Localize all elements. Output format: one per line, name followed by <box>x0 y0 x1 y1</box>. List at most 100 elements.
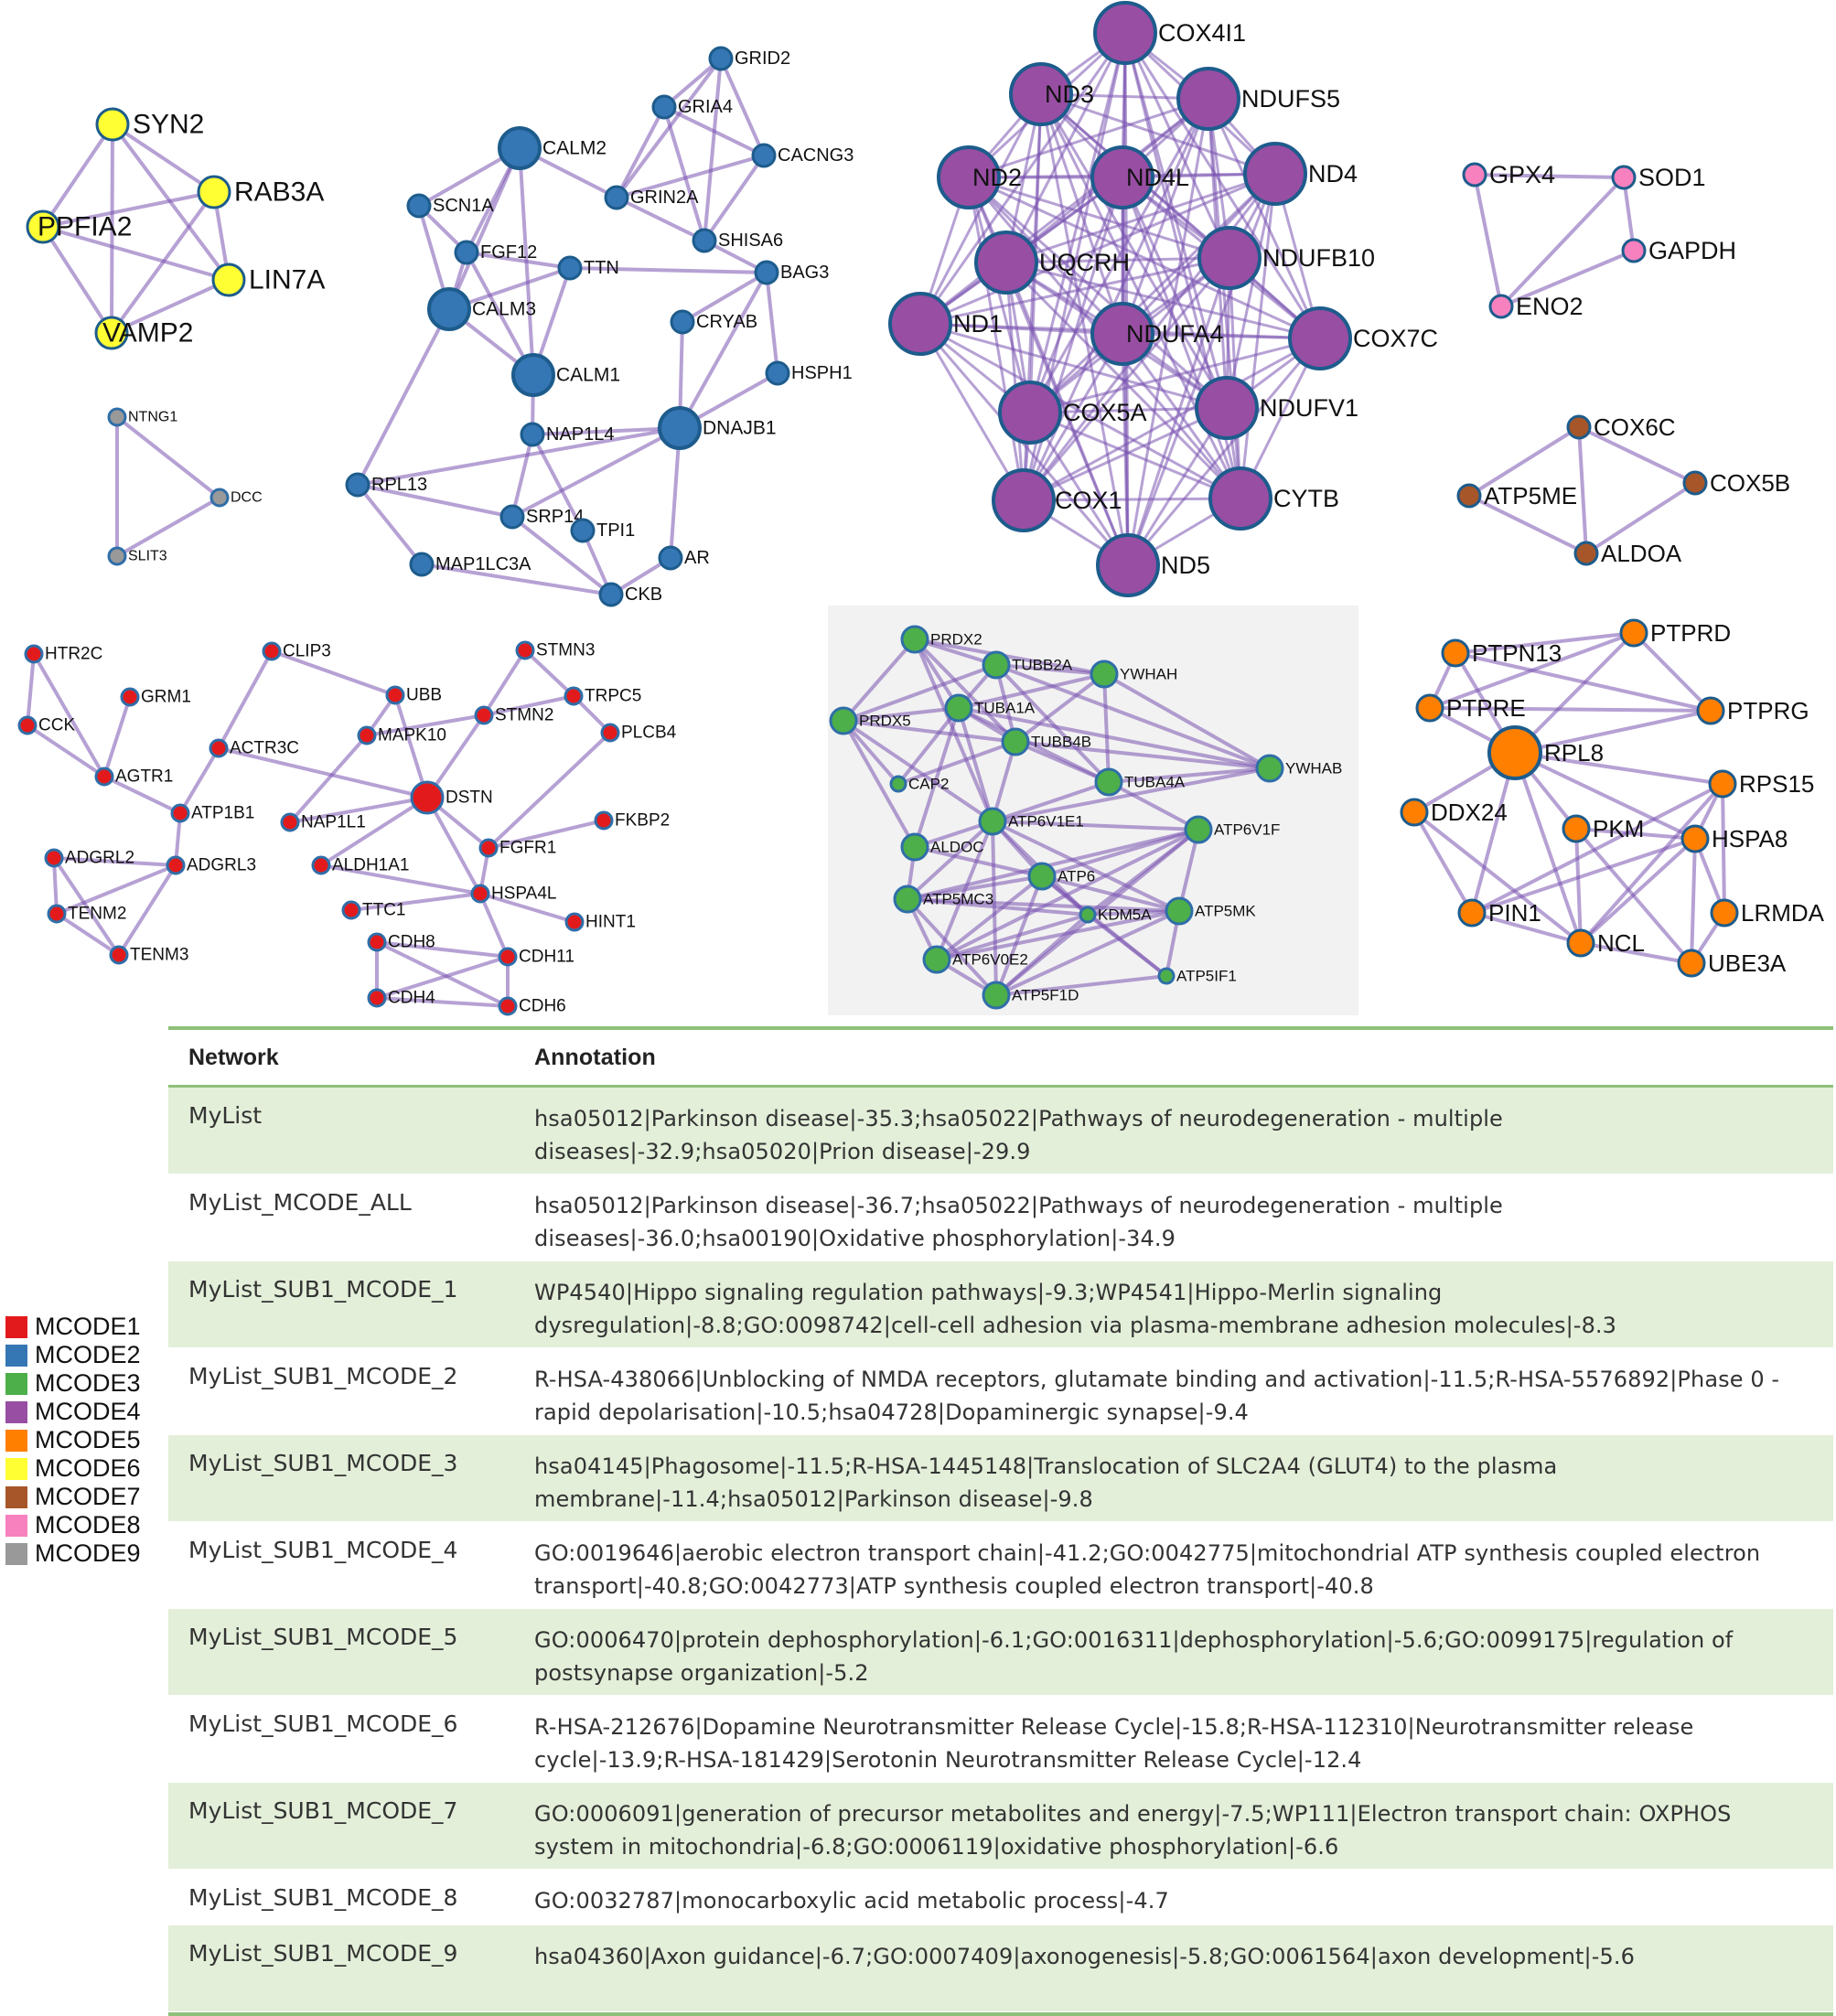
node-label: CAP2 <box>908 776 949 793</box>
node-tuba4a: TUBA4A <box>1094 767 1186 797</box>
edge-hspa4l-ttc1 <box>350 892 481 912</box>
annotation-cell: WP4540|Hippo signaling regulation pathwa… <box>534 1280 1617 1338</box>
node-circle <box>978 807 1007 836</box>
node-circle <box>1680 824 1710 853</box>
node-circle <box>751 143 777 168</box>
edge-lin7a-vamp2 <box>111 278 230 335</box>
edge-atp5mk-atp6v0e2 <box>936 909 1180 961</box>
node-tubb2a: TUBB2A <box>982 650 1073 680</box>
node-circle <box>1094 767 1123 797</box>
node-label: LIN7A <box>249 265 325 295</box>
legend-swatch <box>5 1344 27 1367</box>
node-circle <box>1462 162 1487 188</box>
edge-grid2-gria4 <box>662 57 723 109</box>
node-label: ADGRL3 <box>187 856 256 875</box>
node-circle <box>1566 928 1595 958</box>
node-label: UBE3A <box>1708 949 1787 977</box>
node-circle <box>1708 769 1737 799</box>
node-label: ATP5MC3 <box>923 891 993 908</box>
node-label: NTNG1 <box>128 410 177 425</box>
network-cell: MyList <box>188 1102 263 1129</box>
node-circle <box>888 292 952 356</box>
legend-item-mcode1: MCODE1 <box>5 1313 141 1341</box>
node-ncl: NCL <box>1566 928 1645 958</box>
legend-item-mcode2: MCODE2 <box>5 1341 141 1369</box>
edge-nd1-nd5 <box>918 323 1130 566</box>
node-fgf12: FGF12 <box>454 240 537 265</box>
edge-stmn2-trpc5 <box>483 694 574 717</box>
node-label: TRPC5 <box>585 687 641 706</box>
annotation-cell: hsa05012|Parkinson disease|-36.7;hsa0502… <box>534 1193 1503 1251</box>
node-label: ALDOC <box>930 839 984 856</box>
node-cdh6: CDH6 <box>498 996 566 1016</box>
node-label: ATP5MK <box>1195 903 1256 920</box>
node-label: CDH6 <box>519 997 566 1016</box>
node-circle <box>406 193 432 219</box>
edge-ptpre-ptprg <box>1429 706 1712 713</box>
edge-rpl8-ptprg <box>1514 709 1712 755</box>
network-cell: MyList_SUB1_MCODE_7 <box>188 1797 458 1824</box>
edge-tuba4a-atp6v1f <box>1108 780 1199 831</box>
node-nd4l: ND4L <box>1090 145 1189 209</box>
edge-dstn-nap1l1 <box>289 796 428 824</box>
node-label: COX1 <box>1055 487 1122 514</box>
edge-ndufa4-nd5 <box>1121 333 1130 566</box>
node-circle <box>107 546 127 566</box>
legend-label: MCODE8 <box>35 1511 141 1539</box>
edge-bag3-cryab <box>681 271 768 324</box>
edge-tubb4b-ywhab <box>1015 740 1271 770</box>
node-label: HSPA4L <box>491 885 556 904</box>
node-circle <box>1682 470 1708 496</box>
node-label: NDUFV1 <box>1260 394 1358 422</box>
node-circle <box>499 504 525 530</box>
edge-cdh8-cdh6 <box>376 940 509 1008</box>
node-circle <box>454 240 479 265</box>
edge-uqcrh-cox7c <box>1005 261 1321 340</box>
edge-ubb-dstn <box>393 694 429 799</box>
edge-dstn-hspa4l <box>425 797 482 895</box>
nodes-layer: SYN2RAB3APPFIA2LIN7AVAMP2NTNG1DCCSLIT3GR… <box>17 1 1825 1016</box>
edge-tuba4a-atp6v1e1 <box>992 780 1110 823</box>
node-label: COX5A <box>1063 399 1147 426</box>
node-circle <box>470 884 490 904</box>
node-circle <box>1696 696 1725 725</box>
network-diagram: SYN2RAB3APPFIA2LIN7AVAMP2NTNG1DCCSLIT3GR… <box>17 1 1825 1016</box>
node-circle <box>498 996 518 1016</box>
header-network: Network <box>188 1044 279 1070</box>
legend-label: MCODE9 <box>35 1539 141 1567</box>
edge-ndufs5-nd2 <box>968 97 1209 179</box>
legend-item-mcode5: MCODE5 <box>5 1426 141 1454</box>
edge-tubb2a-prdx5 <box>843 663 997 723</box>
edge-gapdh-eno2 <box>1500 249 1635 308</box>
header-annotation: Annotation <box>534 1045 656 1070</box>
node-circle <box>944 693 973 723</box>
node-cck: CCK <box>17 715 75 735</box>
node-nd3: ND3 <box>1009 62 1094 126</box>
edge-nd4l-cox1 <box>1022 177 1124 501</box>
edge-atp5mk-atp5f1d <box>995 909 1180 997</box>
node-label: SLIT3 <box>128 549 167 564</box>
edge-atp6v1e1-atp5mk <box>992 820 1180 913</box>
node-label: STMN2 <box>495 706 553 725</box>
edge-atp6v1f-kdm5a <box>1086 828 1200 917</box>
node-ndufv1: NDUFV1 <box>1195 376 1358 440</box>
node-circle <box>604 185 629 210</box>
node-cox4i1: COX4I1 <box>1093 1 1246 65</box>
edge-ndufa4-cox1 <box>1022 333 1124 501</box>
node-hsph1: HSPH1 <box>765 360 853 386</box>
node-cdh11: CDH11 <box>498 947 574 967</box>
edge-atp5mk-kdm5a <box>1087 909 1180 917</box>
node-label: UQCRH <box>1039 249 1130 276</box>
node-dstn: DSTN <box>410 780 493 815</box>
node-circle <box>410 780 445 815</box>
edge-rpl8-hspa8 <box>1514 751 1696 841</box>
node-nd1: ND1 <box>888 292 1003 356</box>
node-circle <box>658 406 702 450</box>
node-rpl8: RPL8 <box>1487 725 1604 780</box>
node-uqcrh: UQCRH <box>974 231 1130 295</box>
node-label: YWHAH <box>1120 666 1177 683</box>
edge-cox7c-cox5a <box>1029 337 1321 414</box>
node-nap1l1: NAP1L1 <box>280 812 366 832</box>
